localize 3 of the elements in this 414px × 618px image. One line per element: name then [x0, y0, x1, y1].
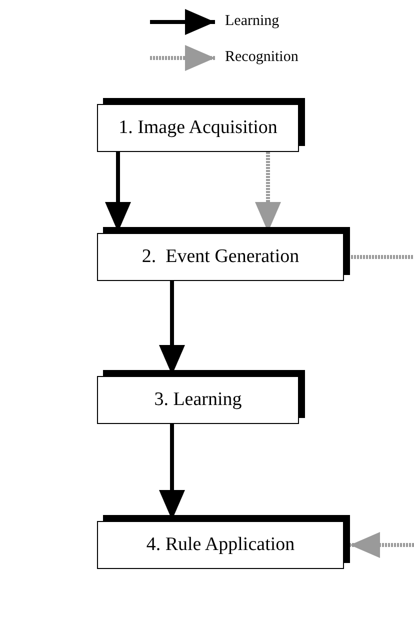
arrow — [350, 532, 414, 558]
legend-label: Recognition — [225, 50, 298, 65]
legend-label: Learning — [225, 14, 280, 29]
